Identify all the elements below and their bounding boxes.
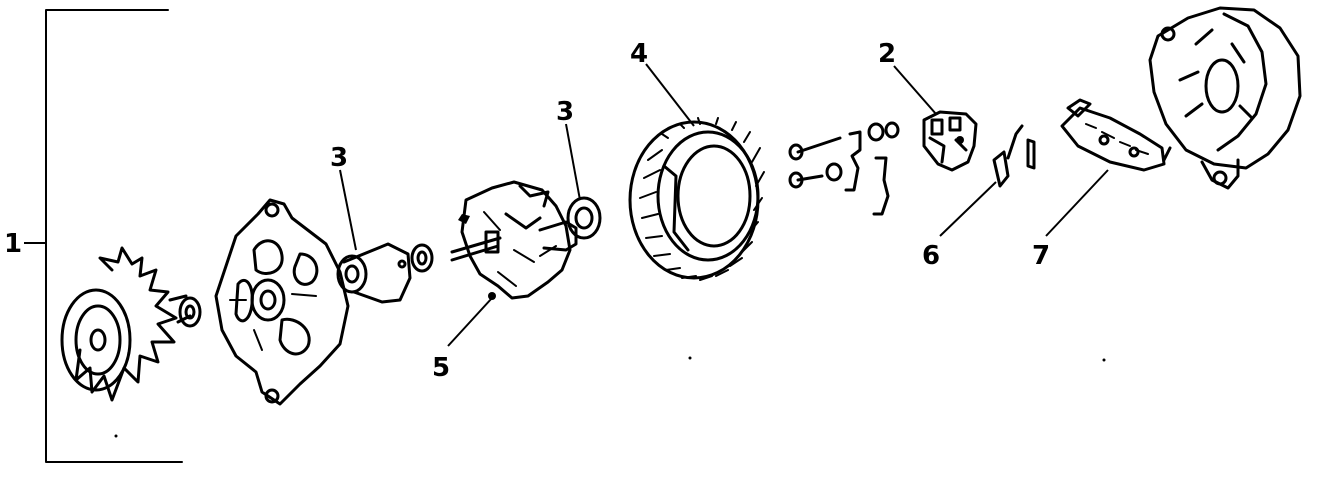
callout-6: 6 (922, 241, 940, 271)
assembly-bracket (24, 9, 183, 463)
bearing-icon (336, 242, 434, 304)
rotor-icon (450, 180, 602, 300)
leader-4 (645, 63, 695, 127)
leader-2 (893, 65, 937, 115)
callout-1: 1 (4, 229, 22, 259)
pulley-fan-icon (60, 246, 202, 402)
leader-lines (339, 63, 1109, 347)
bolt-icon (788, 121, 900, 216)
regulator-icon (922, 110, 978, 172)
callout-5: 5 (432, 353, 450, 383)
callout-7: 7 (1032, 241, 1050, 271)
spring-icon (992, 124, 1036, 188)
callout-3b: 3 (556, 97, 574, 127)
leader-3a (339, 169, 357, 251)
callout-2: 2 (878, 39, 896, 69)
front-housing-icon (214, 198, 350, 406)
rectifier-icon (1060, 98, 1166, 172)
callout-4: 4 (630, 39, 648, 69)
scan-specks (114, 356, 1106, 438)
leader-3b (565, 123, 581, 201)
callout-3a: 3 (330, 143, 348, 173)
leader-5 (447, 297, 493, 347)
stator-icon (628, 117, 765, 281)
leader-6 (939, 181, 997, 237)
leader-7 (1045, 169, 1109, 237)
rear-housing-icon (1148, 6, 1302, 190)
